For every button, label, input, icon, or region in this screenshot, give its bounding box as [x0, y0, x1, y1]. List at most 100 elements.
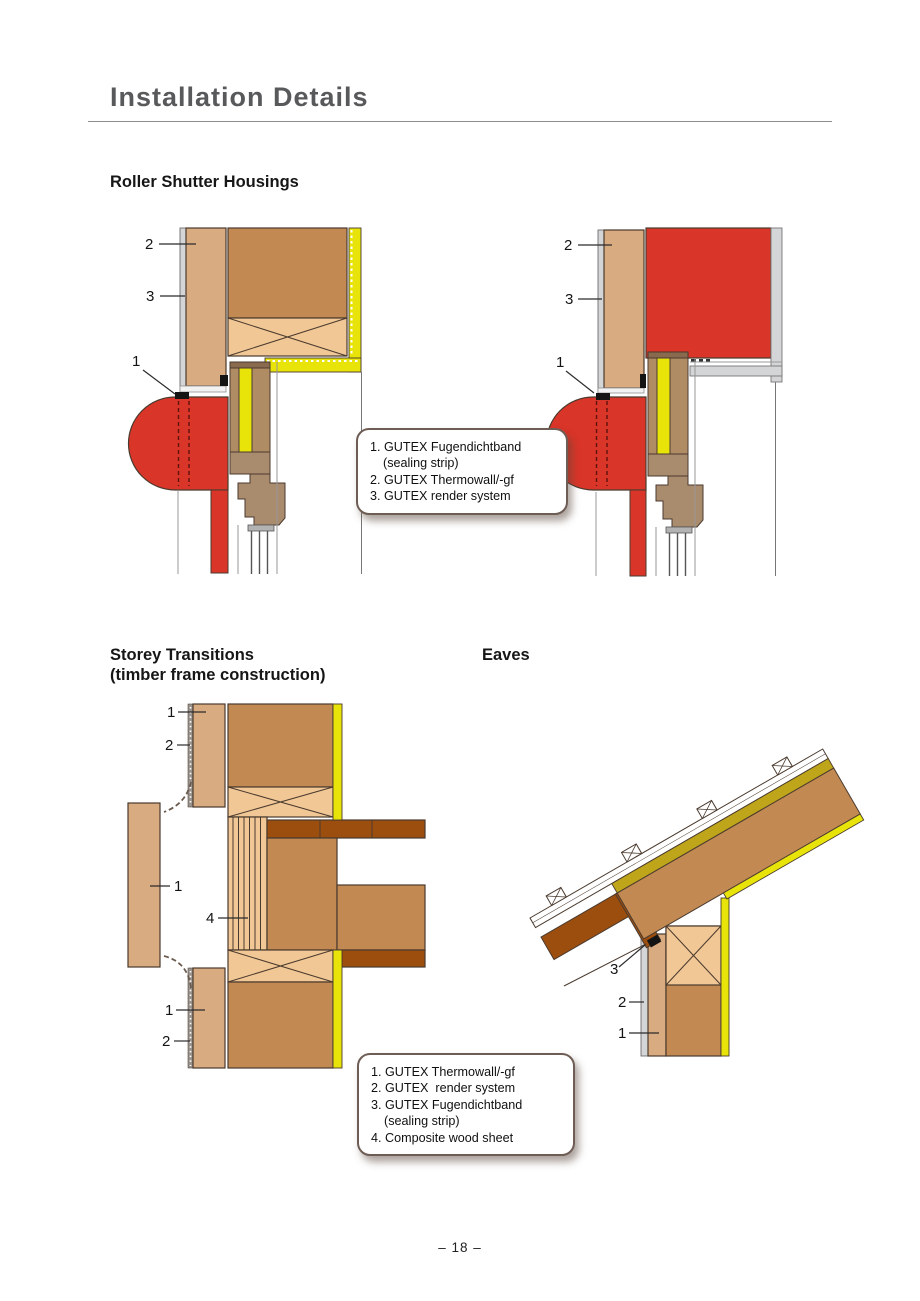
window-frame [647, 351, 704, 576]
sheathing-mid-line [532, 753, 826, 923]
label-2: 2 [165, 737, 173, 754]
roof-assembly [529, 748, 865, 961]
batten-x [772, 756, 793, 776]
wall-assembly [597, 227, 783, 395]
continuation-dashed-curve [163, 955, 192, 989]
legend-item: (sealing strip) [383, 456, 459, 471]
roller-shutter-box [127, 375, 229, 574]
floor-joist [336, 884, 426, 951]
diagram-labels: 2 3 1 [556, 237, 612, 394]
legend-item: 2. GUTEX render system [371, 1081, 516, 1096]
frame-insulation-core [656, 357, 671, 455]
section-heading-eaves: Eaves [482, 646, 530, 664]
legend-item: 1. GUTEX Fugendichtband [370, 440, 522, 454]
legend-item: 4. Composite wood sheet [371, 1130, 514, 1145]
thermowall-panel [647, 933, 667, 1057]
shutter-curtain [210, 489, 229, 574]
diagram-eaves: 3 2 1 [529, 748, 865, 1057]
page-number: – 18 – [438, 1240, 482, 1255]
sealing-strip [175, 392, 189, 399]
legend-item: 1. GUTEX Thermowall/-gf [371, 1065, 515, 1079]
frame-cap [647, 351, 689, 359]
diagram-storey-transitions: 1 2 1 4 1 2 [127, 703, 426, 1069]
label-1: 1 [174, 878, 182, 895]
render-system-strip [640, 935, 649, 1057]
frame-cap [229, 361, 271, 369]
floor-boards [266, 819, 426, 839]
label-2: 2 [162, 1033, 170, 1050]
diagram-labels: 1 2 1 4 1 2 [150, 704, 248, 1050]
render-system-strip [179, 227, 187, 393]
reveal-edges [655, 358, 696, 576]
floor-beam-block [266, 837, 338, 951]
label-1: 1 [556, 354, 564, 371]
legend-item: 3. GUTEX Fugendichtband [371, 1097, 523, 1112]
page-title: Installation Details [110, 82, 369, 112]
frame-stile-left [647, 357, 658, 455]
roller-shutter-box [545, 374, 647, 577]
frame-stile-left [229, 367, 240, 453]
composite-sheet-stripes [232, 817, 261, 950]
fixing-mark [706, 359, 710, 362]
thermowall-panel [192, 967, 226, 1069]
continuation-dashed-curve [163, 781, 192, 813]
label-1: 1 [132, 353, 140, 370]
label-3: 3 [565, 291, 573, 308]
shutter-curtain [629, 489, 647, 577]
timber-block [227, 227, 348, 319]
sash-stepped-profile [655, 475, 704, 528]
sealing-strip [596, 393, 610, 400]
label-3: 3 [610, 961, 618, 978]
thermowall-panel [192, 703, 226, 808]
cross-brace-x [227, 949, 334, 983]
masonry-block [645, 227, 772, 359]
legend-storey-eaves: 1. GUTEX Thermowall/-gf 2. GUTEX render … [357, 1053, 575, 1157]
frame-stile-right [669, 357, 689, 455]
label-2: 2 [618, 994, 626, 1011]
ceiling-board [336, 949, 426, 968]
glazing-cap [665, 526, 693, 534]
batten-x [696, 800, 718, 819]
composite-wood-sheet [227, 816, 268, 951]
insulation-strip [332, 703, 343, 821]
glazing-panes [668, 533, 687, 576]
label-4: 4 [206, 910, 214, 927]
label-2: 2 [145, 236, 153, 253]
frame-stile-right [251, 367, 271, 453]
sash-stepped-profile [237, 473, 286, 526]
diagram-labels: 2 3 1 [132, 236, 196, 395]
frame-insulation-core [238, 367, 253, 453]
housing-lid [597, 387, 645, 394]
wall-assembly [179, 227, 362, 393]
legend-item: 2. GUTEX Thermowall/-gf [370, 472, 514, 487]
batten-x [621, 843, 642, 863]
section-heading-roller-shutter: Roller Shutter Housings [110, 173, 299, 191]
leader-3 [618, 944, 646, 968]
label-1: 1 [167, 704, 175, 721]
section-subheading-storey: (timber frame construction) [110, 666, 326, 684]
diagram-roller-shutter-solid: 2 3 1 [545, 227, 783, 577]
housing-lid [179, 385, 227, 393]
membrane-dotted-line [267, 230, 359, 362]
sash-block [647, 453, 689, 477]
insulation-strip [332, 949, 343, 1069]
title-rule [88, 121, 832, 122]
render-system-strip [597, 229, 605, 395]
timber-block [227, 981, 334, 1069]
shutter-dashed-guides [595, 401, 608, 486]
fixing-mark [691, 359, 696, 362]
section-heading-storey: Storey Transitions [110, 646, 254, 664]
timber-wall-column [227, 703, 426, 1069]
label-1: 1 [165, 1002, 173, 1019]
thermowall-panel [603, 229, 645, 389]
thermowall-panel-floating [127, 802, 161, 968]
label-3: 3 [146, 288, 154, 305]
legend-roller-shutter: 1. GUTEX Fugendichtband (sealing strip) … [356, 428, 568, 515]
floor-board-joints [319, 820, 373, 838]
insulation-strip [720, 897, 730, 1057]
leader-1 [565, 370, 595, 394]
shutter-dashed-guides [177, 401, 190, 486]
insulation-strip-vertical [348, 227, 362, 373]
interior-plaster-strip [770, 227, 783, 383]
glazing-cap [247, 524, 275, 532]
